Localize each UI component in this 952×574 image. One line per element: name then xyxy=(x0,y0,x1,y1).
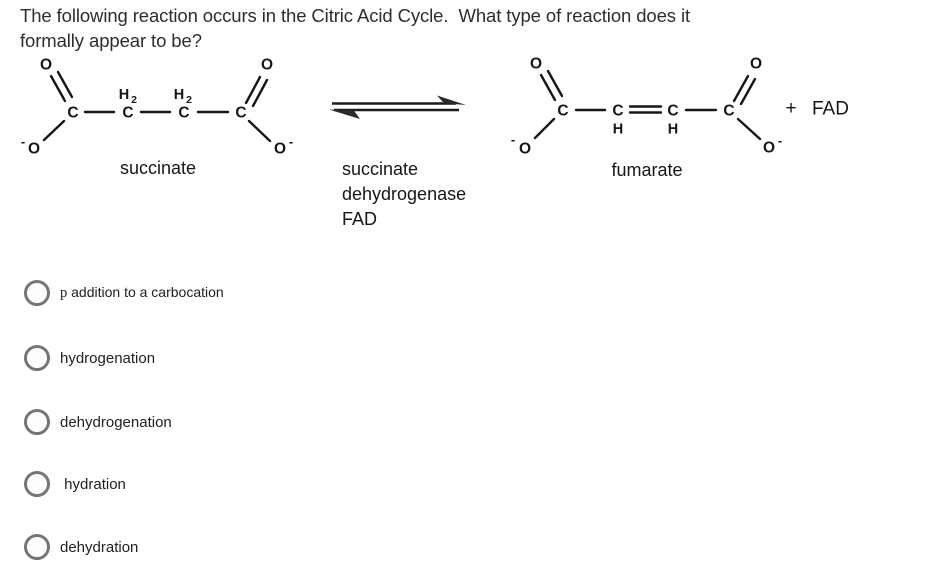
option-label-text: addition to a carbocation xyxy=(67,284,224,300)
succinate-structure: O C - O H 2 C H 2 C C O O - succinate xyxy=(21,57,293,179)
atom-H: H xyxy=(668,122,678,138)
question-text: The following reaction occurs in the Cit… xyxy=(20,3,690,53)
fad-product-term: + FAD xyxy=(785,98,849,120)
reaction-scheme: O C - O H 2 C H 2 C C O O - succinate su… xyxy=(21,56,849,230)
radio-button[interactable] xyxy=(24,409,50,435)
radio-button[interactable] xyxy=(24,471,50,497)
radio-option-addition-to-carbocation[interactable]: p addition to a carbocation xyxy=(24,280,224,306)
atom-C: C xyxy=(723,103,734,120)
atom-C: C xyxy=(67,105,78,122)
h2-subscript: 2 xyxy=(186,94,192,106)
atom-O: O xyxy=(763,140,775,157)
atom-O: O xyxy=(750,56,762,73)
atom-O: O xyxy=(40,57,52,74)
radio-option-dehydration[interactable]: dehydration xyxy=(24,534,138,560)
plus-sign: + xyxy=(785,98,796,119)
question-line-2: formally appear to be? xyxy=(20,30,202,51)
minus-charge: - xyxy=(21,134,25,149)
option-label: dehydrogenation xyxy=(60,413,172,431)
fad-label: FAD xyxy=(812,99,849,120)
minus-charge: - xyxy=(289,134,293,149)
atom-O: O xyxy=(261,57,273,74)
atom-C: C xyxy=(178,105,189,122)
option-label: dehydration xyxy=(60,538,139,556)
atom-H: H xyxy=(119,87,129,103)
atom-H: H xyxy=(174,87,184,103)
atom-C: C xyxy=(667,103,678,120)
radio-button[interactable] xyxy=(24,280,50,306)
radio-option-dehydrogenation[interactable]: dehydrogenation xyxy=(24,409,172,435)
atom-O: O xyxy=(519,141,531,158)
option-label: hydration xyxy=(60,475,126,493)
atom-C: C xyxy=(612,103,623,120)
minus-charge: - xyxy=(778,133,782,148)
option-label: p addition to a carbocation xyxy=(60,284,224,302)
radio-option-hydration[interactable]: hydration xyxy=(24,471,126,497)
catalyst-label: succinate dehydrogenase FAD xyxy=(342,159,466,229)
option-label-serif-prefix: p xyxy=(60,285,68,301)
radio-option-hydrogenation[interactable]: hydrogenation xyxy=(24,345,155,371)
h2-subscript: 2 xyxy=(131,94,137,106)
atom-O: O xyxy=(28,141,40,158)
option-label: hydrogenation xyxy=(60,349,156,367)
atom-C: C xyxy=(235,105,246,122)
radio-button[interactable] xyxy=(24,534,50,560)
atom-C: C xyxy=(122,105,133,122)
catalyst-line-3: FAD xyxy=(342,209,377,229)
equilibrium-arrow xyxy=(329,95,466,119)
atom-O: O xyxy=(274,141,286,158)
catalyst-line-2: dehydrogenase xyxy=(342,184,466,204)
atom-O: O xyxy=(530,56,542,73)
radio-button[interactable] xyxy=(24,345,50,371)
catalyst-line-1: succinate xyxy=(342,159,418,179)
minus-charge: - xyxy=(511,132,515,147)
succinate-label: succinate xyxy=(120,158,196,178)
atom-C: C xyxy=(557,103,568,120)
question-line-1: The following reaction occurs in the Cit… xyxy=(20,5,691,26)
atom-H: H xyxy=(613,122,623,138)
fumarate-structure: O C - O C H C H C O O - fumarate xyxy=(511,56,782,181)
fumarate-label: fumarate xyxy=(611,160,682,180)
